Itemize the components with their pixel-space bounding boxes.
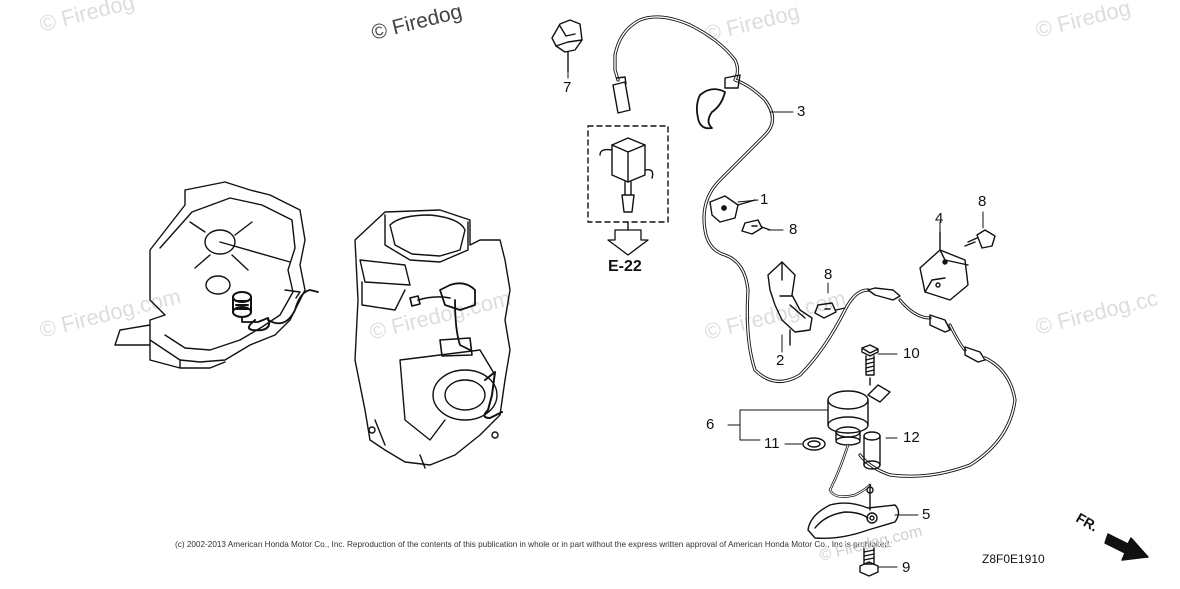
callout-5: 5 <box>922 506 931 523</box>
callout-9: 9 <box>902 559 911 576</box>
callout-6: 6 <box>706 416 715 433</box>
leader-lines <box>567 71 984 568</box>
part-4-module-drawing <box>919 231 969 301</box>
part-12-collar-drawing <box>863 431 881 470</box>
callout-8-b: 8 <box>824 266 833 283</box>
diagram-code: Z8F0E1910 <box>982 552 1045 566</box>
callout-4: 4 <box>935 210 944 227</box>
callout-11: 11 <box>764 435 780 452</box>
copyright-notice: (c) 2002-2013 American Honda Motor Co., … <box>175 540 892 549</box>
callout-8-c: 8 <box>978 193 987 210</box>
part-11-washer-drawing <box>802 437 826 451</box>
callout-2: 2 <box>776 352 785 369</box>
engine-crankcase-drawing <box>114 181 319 369</box>
callout-10: 10 <box>903 345 920 362</box>
part-3-wire-harness-drawing <box>612 15 1017 478</box>
callout-3: 3 <box>797 103 806 120</box>
part-1-clip-drawing <box>709 195 756 223</box>
part-5-plate-drawing <box>807 484 900 540</box>
part-9-bolt-drawing <box>859 547 879 577</box>
part-6-sensor-drawing <box>827 384 891 498</box>
callout-1: 1 <box>760 191 769 208</box>
bolt-8-drawings <box>741 219 996 319</box>
part-2-bracket-drawing <box>767 261 813 346</box>
part-7-clip-drawing <box>551 19 583 73</box>
engine-block-drawing <box>354 209 511 469</box>
front-direction-arrow <box>1104 533 1149 561</box>
callout-8-a: 8 <box>789 221 798 238</box>
callout-7: 7 <box>563 79 572 96</box>
ignition-module-reference <box>587 125 669 256</box>
reference-e22-label: E-22 <box>608 258 642 275</box>
part-10-bolt-drawing <box>861 344 879 386</box>
callout-12: 12 <box>903 429 920 446</box>
